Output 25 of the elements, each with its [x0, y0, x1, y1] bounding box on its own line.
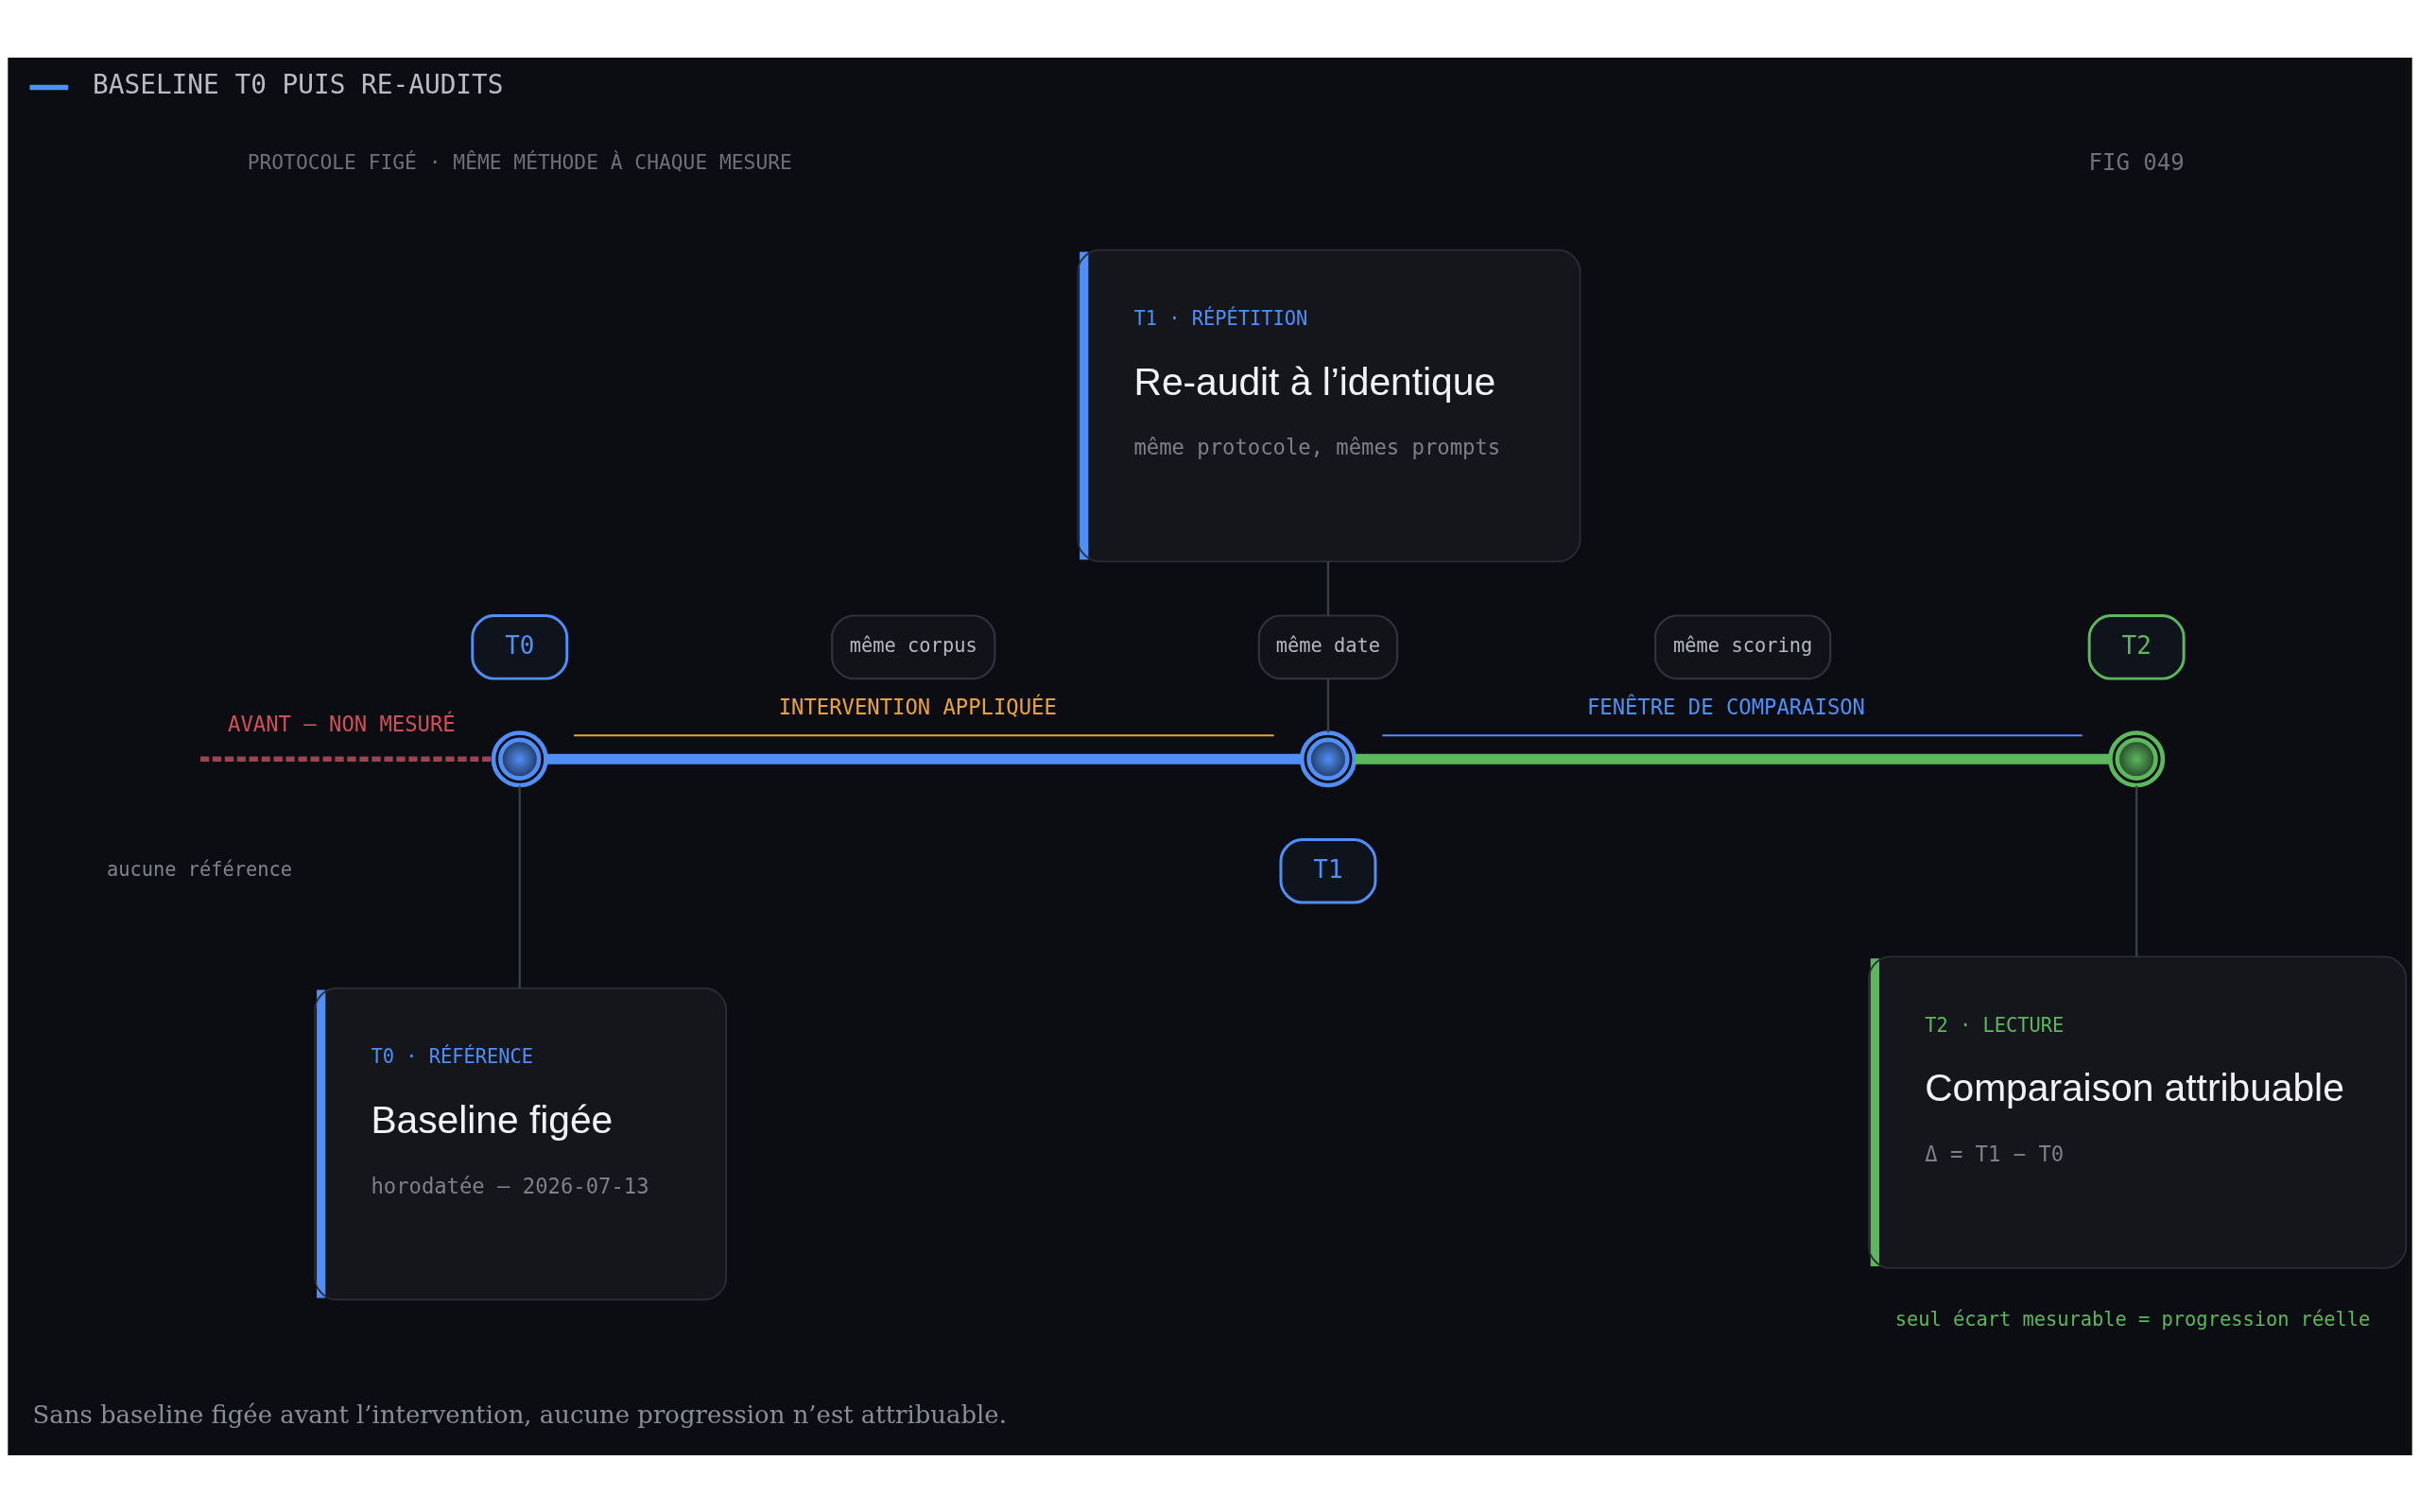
node-circle	[1299, 730, 1357, 787]
node-box: même scoring	[1654, 613, 1832, 679]
connector	[518, 785, 521, 988]
edge-label: FENÊTRE DE COMPARAISON	[1586, 694, 1865, 719]
node-box: T0	[471, 613, 569, 680]
caption: Sans baseline figée avant l’intervention, aucune progression n’est attribuable.	[32, 1400, 1007, 1429]
node-box: même corpus	[831, 613, 996, 679]
node-label: seul écart mesurable = progression réelle	[1894, 1307, 2371, 1331]
edge-label: INTERVENTION APPLIQUÉE	[778, 694, 1057, 719]
edge-label: AVANT — NON MESURÉ	[228, 711, 456, 736]
label: aucune référence	[106, 857, 293, 881]
connector	[2135, 785, 2138, 956]
connector	[545, 753, 1302, 765]
connector	[1326, 679, 1330, 732]
connector	[199, 756, 493, 762]
node-box: même date	[1257, 613, 1399, 679]
label: PROTOCOLE FIGÉ · MÊME MÉTHODE À CHAQUE MESURE	[247, 149, 792, 174]
node-circle	[491, 730, 548, 787]
node-box: T1	[1279, 837, 1377, 904]
connector	[1354, 753, 2110, 765]
connector	[1326, 560, 1330, 615]
node-box: T2	[2087, 613, 2186, 680]
label: FIG 049	[2088, 148, 2185, 176]
node-circle	[2108, 730, 2166, 787]
diagram-title: BASELINE T0 PUIS RE-AUDITS	[93, 68, 504, 100]
